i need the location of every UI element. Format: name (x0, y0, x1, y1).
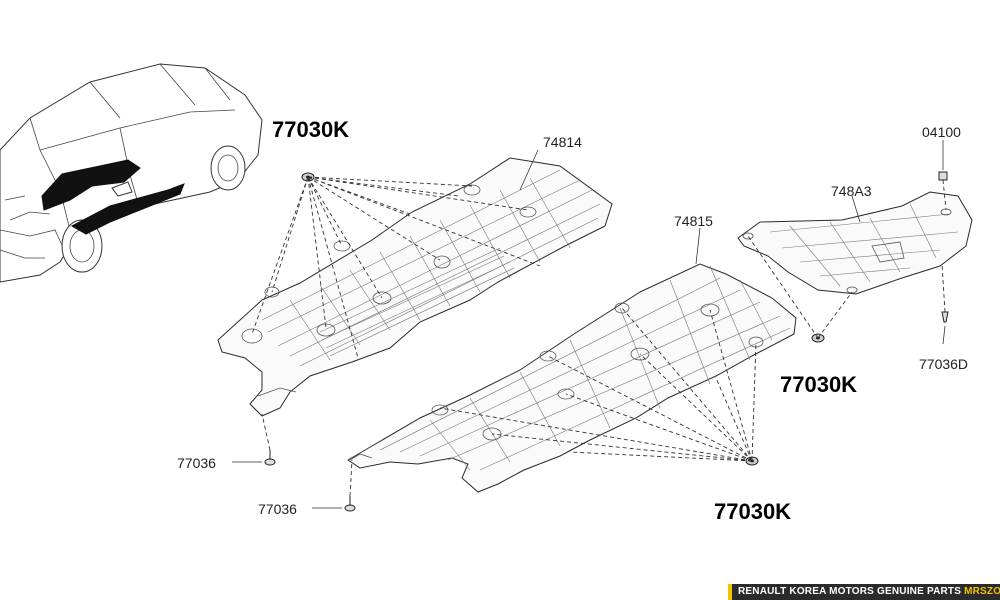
assembly-lines (251, 176, 947, 497)
footer-text: RENAULT KOREA MOTORS GENUINE PARTS (738, 586, 962, 597)
nut-04100 (938, 171, 948, 181)
callout-screw-rear: 77036D (919, 356, 968, 372)
callout-rear-panel: 74815 (674, 213, 713, 229)
screw-77036-1 (264, 450, 276, 466)
callout-clip-right: 77030K (780, 372, 857, 397)
rear-cover-748A3 (737, 191, 973, 295)
leader-lines (232, 140, 946, 509)
callout-screw-front-2: 77036 (258, 501, 297, 517)
callout-clip-bottom: 77030K (714, 499, 791, 524)
vehicle-illustration (0, 63, 263, 283)
car-panel-rear (70, 183, 185, 235)
under-panel-74814 (217, 157, 613, 417)
callout-nut-top: 04100 (922, 124, 961, 140)
footer-banner: RENAULT KOREA MOTORS GENUINE PARTS MRSZO… (728, 584, 1000, 600)
car-panel-front (41, 159, 141, 211)
footer-brand: MRSZONE (964, 586, 1000, 597)
callout-screw-front-1: 77036 (177, 455, 216, 471)
callout-front-panel: 74814 (543, 134, 582, 150)
screw-77036d (941, 311, 949, 323)
screw-77036-2 (344, 496, 356, 512)
callout-clip-top-left: 77030K (272, 117, 349, 142)
callout-rear-cover: 748A3 (831, 183, 872, 199)
under-panel-74815 (347, 263, 797, 493)
